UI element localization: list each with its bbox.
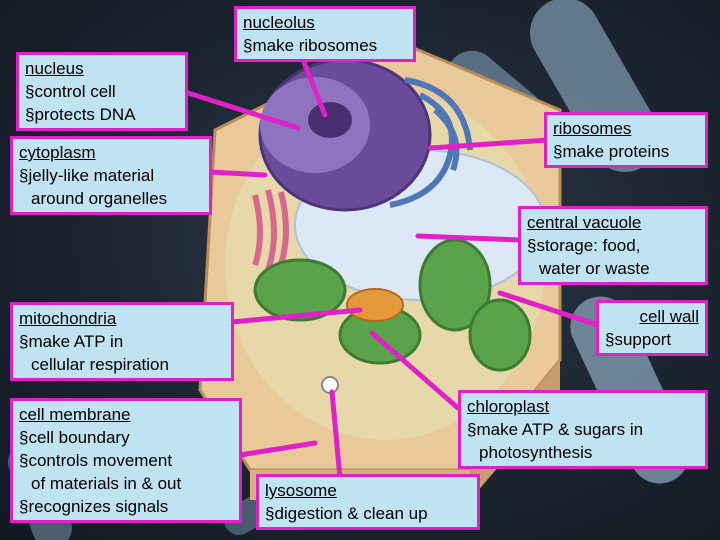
cytoplasm-title: cytoplasm: [19, 143, 96, 162]
label-nucleolus: nucleolus §make ribosomes: [234, 6, 416, 62]
label-cell-wall: cell wall §support: [596, 300, 708, 356]
mitochondria-line-2: cellular respiration: [31, 355, 169, 374]
vacuole-title: central vacuole: [527, 213, 642, 232]
nucleolus-line-1: §make ribosomes: [243, 36, 378, 55]
vacuole-line-1: §storage: food,: [527, 236, 641, 255]
mitochondrion-shape: [346, 288, 404, 322]
cytoplasm-line-1: §jelly-like material: [19, 166, 155, 185]
membrane-title: cell membrane: [19, 405, 131, 424]
ribosomes-line-1: §make proteins: [553, 142, 670, 161]
label-central-vacuole: central vacuole §storage: food, water or…: [518, 206, 708, 285]
label-lysosome: lysosome §digestion & clean up: [256, 474, 480, 530]
chloroplast-title: chloroplast: [467, 397, 550, 416]
label-cell-membrane: cell membrane §cell boundary §controls m…: [10, 398, 242, 523]
membrane-line-2: §controls movement: [19, 451, 173, 470]
membrane-line-1: §cell boundary: [19, 428, 130, 447]
label-cytoplasm: cytoplasm §jelly-like material around or…: [10, 136, 212, 215]
label-ribosomes: ribosomes §make proteins: [544, 112, 708, 168]
lysosome-line-1: §digestion & clean up: [265, 504, 428, 523]
membrane-line-4: §recognizes signals: [19, 497, 169, 516]
label-mitochondria: mitochondria §make ATP in cellular respi…: [10, 302, 234, 381]
cytoplasm-line-2: around organelles: [31, 189, 168, 208]
chloroplast-shapes: [253, 238, 532, 372]
cellwall-line-1: §support: [605, 330, 672, 349]
endoplasmic-reticulum: [389, 77, 473, 208]
golgi-apparatus: [252, 189, 289, 271]
label-nucleus: nucleus §control cell §protects DNA: [16, 52, 188, 131]
nucleus-title: nucleus: [25, 59, 84, 78]
nucleus-line-1: §control cell: [25, 82, 116, 101]
nucleus-shape: [258, 58, 432, 212]
nucleolus-title: nucleolus: [243, 13, 315, 32]
chloroplast-line-1: §make ATP & sugars in: [467, 420, 644, 439]
nucleus-line-2: §protects DNA: [25, 105, 136, 124]
mitochondria-title: mitochondria: [19, 309, 117, 328]
vacuole-line-2: water or waste: [539, 259, 650, 278]
membrane-line-3: of materials in & out: [31, 474, 182, 493]
lysosome-title: lysosome: [265, 481, 337, 500]
label-chloroplast: chloroplast §make ATP & sugars in photos…: [458, 390, 708, 469]
mitochondria-line-1: §make ATP in: [19, 332, 124, 351]
cellwall-title: cell wall: [639, 307, 699, 326]
pointer-lines: [182, 49, 601, 481]
chloroplast-line-2: photosynthesis: [479, 443, 593, 462]
ribosomes-title: ribosomes: [553, 119, 632, 138]
